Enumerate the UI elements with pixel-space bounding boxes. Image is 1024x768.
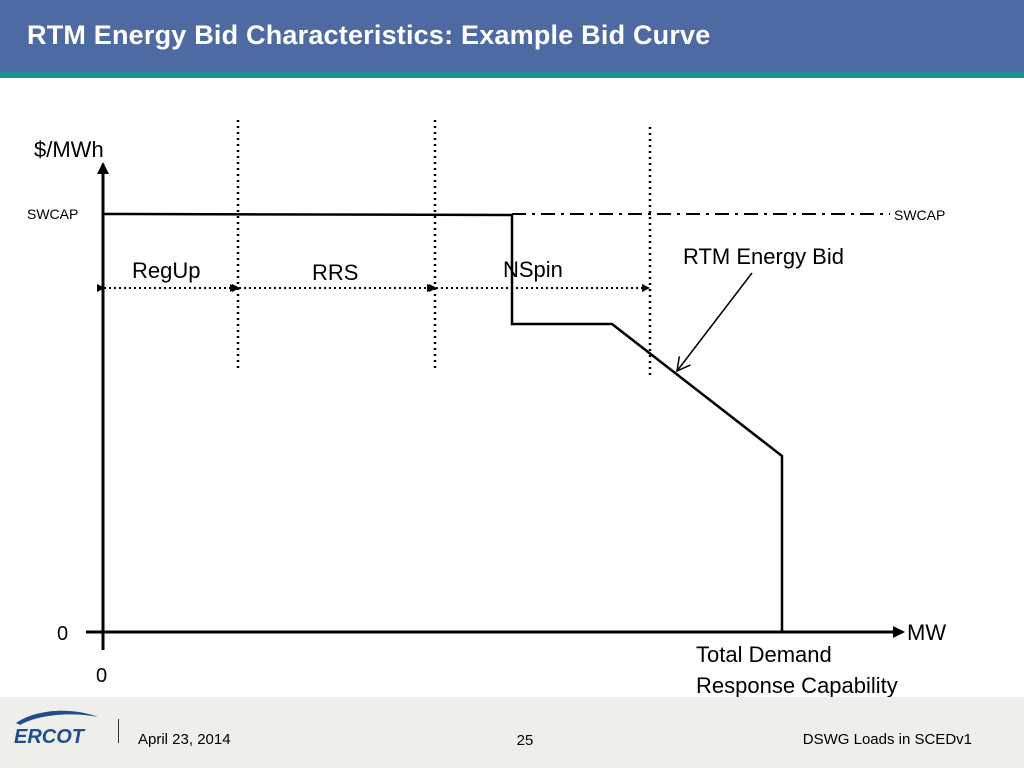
ercot-logo: ERCOT — [14, 710, 98, 748]
swcap-right-label: SWCAP — [894, 207, 945, 223]
bid-label: RTM Energy Bid — [683, 244, 844, 269]
footer-label: DSWG Loads in SCEDv1 — [802, 731, 972, 748]
slide-title: RTM Energy Bid Characteristics: Example … — [27, 20, 711, 50]
footer: ERCOT April 23, 2014 25 DSWG Loads in SC… — [0, 697, 1024, 768]
swcap-left-label: SWCAP — [27, 206, 78, 222]
footer-date: April 23, 2014 — [138, 731, 231, 748]
rtm-energy-bid-curve — [102, 212, 784, 632]
capability-label-line2: Response Capability — [696, 673, 898, 697]
x-axis-label: MW — [907, 620, 946, 645]
footer-separator — [118, 719, 119, 743]
capability-label-line1: Total Demand — [696, 642, 832, 667]
y-zero-label: 0 — [57, 623, 68, 645]
bid-curve-diagram: $/MWh MW 0 0 SWCAP SWCAP RegUp RRS NSpin… — [27, 120, 946, 697]
title-bar: RTM Energy Bid Characteristics: Example … — [0, 0, 1024, 78]
region-label-nspin: NSpin — [503, 257, 563, 282]
x-zero-label: 0 — [96, 665, 107, 687]
y-axis-label: $/MWh — [34, 137, 104, 162]
bid-pointer-arrow — [676, 272, 753, 373]
ercot-logo-text: ERCOT — [14, 726, 86, 748]
page-number: 25 — [516, 732, 534, 749]
region-label-rrs: RRS — [312, 260, 358, 285]
region-label-regup: RegUp — [132, 258, 200, 283]
